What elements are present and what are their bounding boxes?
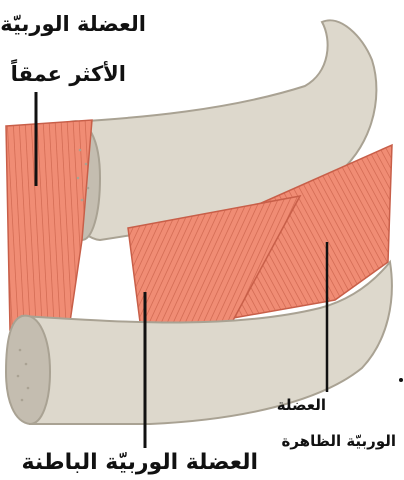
innermost-label-line1: العضلة الوربيّة [0,14,146,35]
external-label-line2: الوربيّة الظاهرة [282,434,397,449]
stray-dot [399,378,403,382]
external-label-line1: العضلة [277,398,326,413]
internal-label: العضلة الوربيّة الباطنة [22,452,258,474]
innermost-label-line2: الأكثر عمقاً [11,64,126,85]
lower-rib-end [6,316,50,424]
